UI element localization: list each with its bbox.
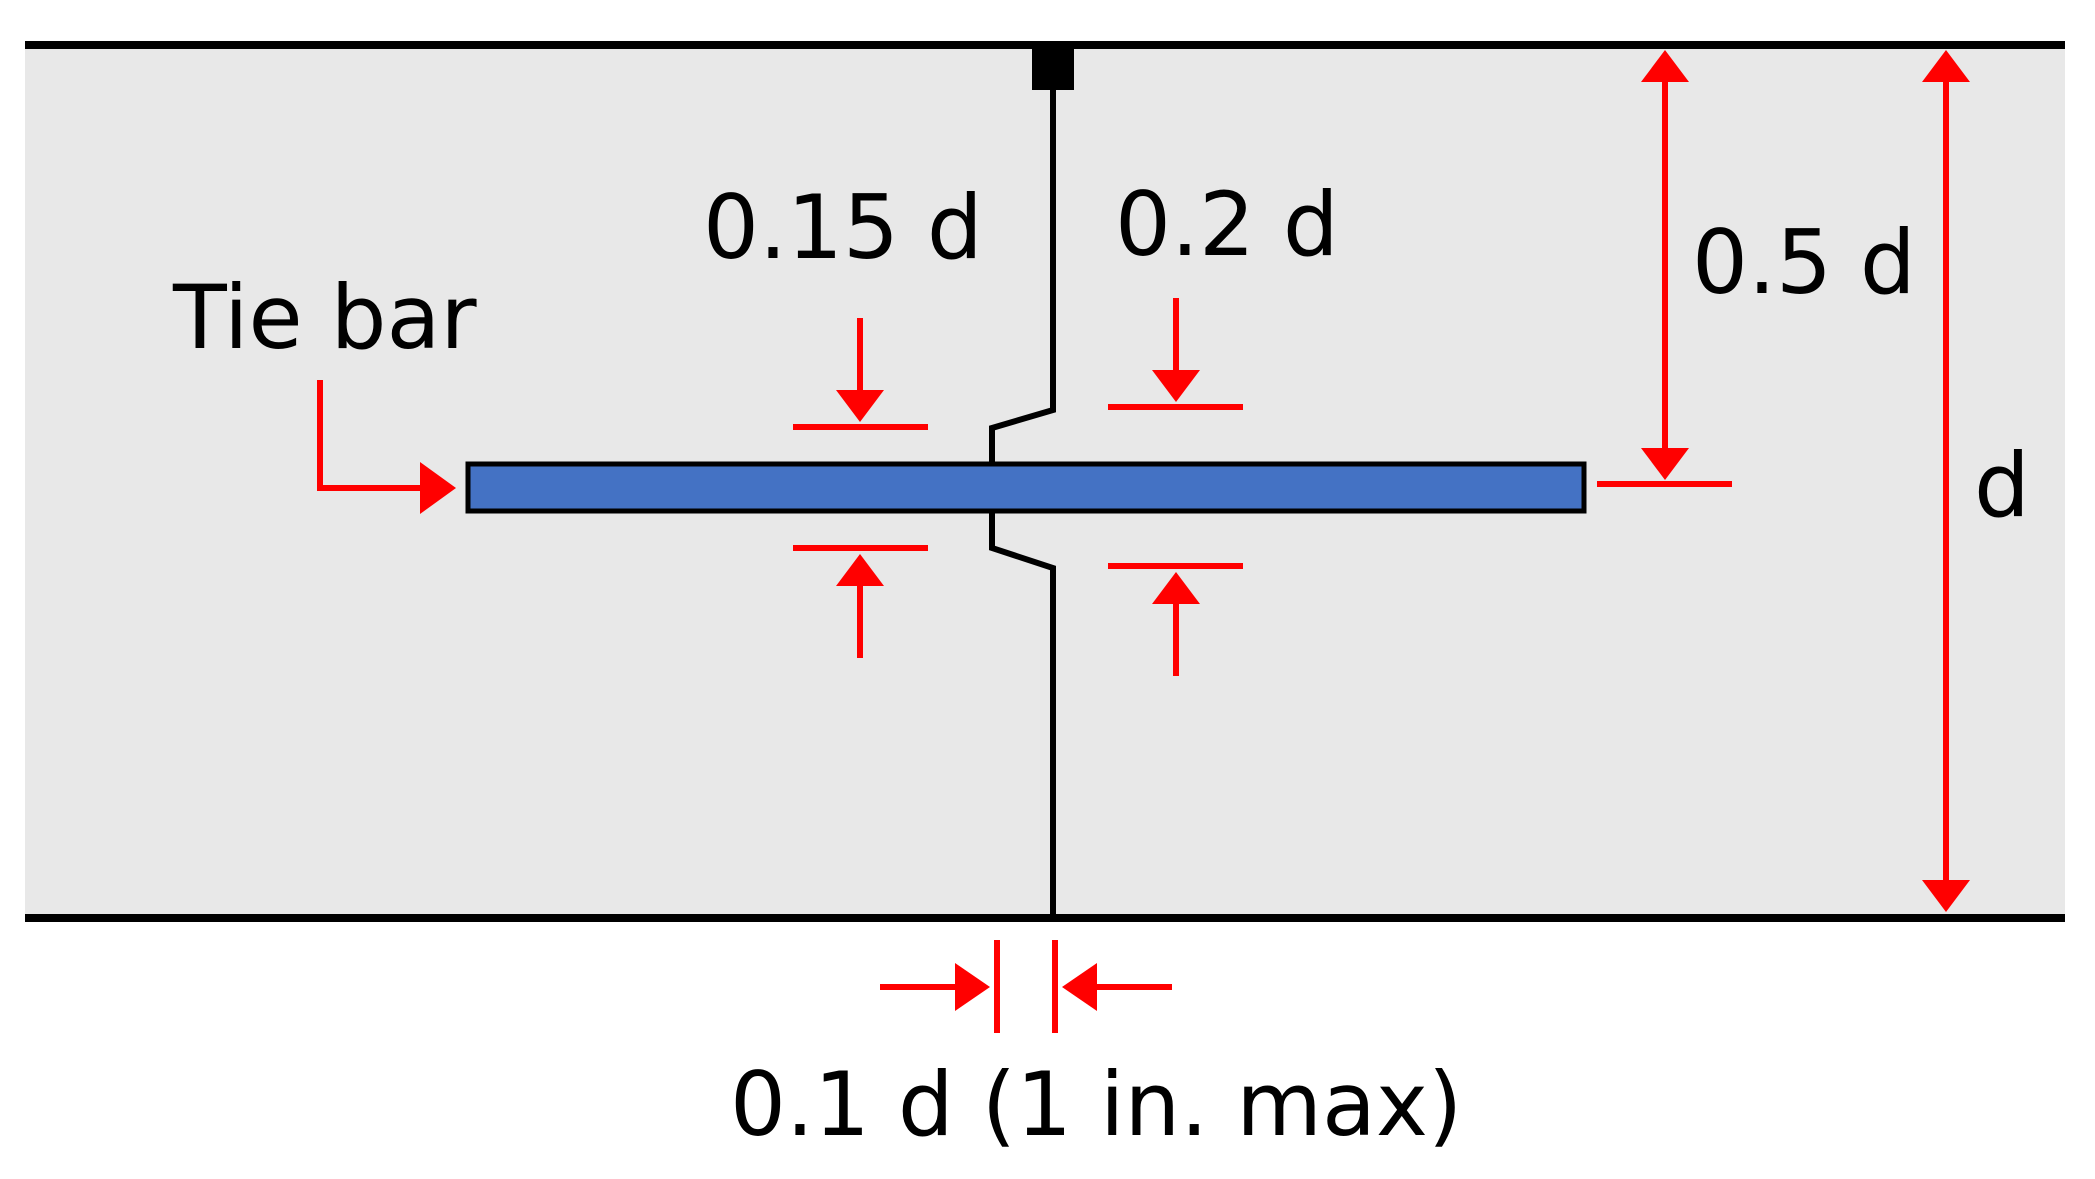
dim-d-bottom-arrowhead bbox=[1922, 880, 1970, 912]
dim-d-label: d bbox=[1974, 434, 2030, 537]
joint-sealant bbox=[1032, 45, 1074, 90]
dim-02d-label: 0.2 d bbox=[1115, 173, 1339, 276]
dim-015d-bottom-arrowhead bbox=[836, 554, 884, 586]
dim-05d-top-arrowhead bbox=[1641, 50, 1689, 82]
dim-d-top-arrowhead bbox=[1922, 50, 1970, 82]
dim-015d-label: 0.15 d bbox=[703, 176, 983, 279]
dim-01d-right-arrowhead bbox=[1062, 963, 1097, 1011]
dim-01d-left-arrowhead bbox=[955, 963, 990, 1011]
tie-bar-pointer-head bbox=[420, 462, 456, 514]
tie-bar-label: Tie bar bbox=[172, 266, 477, 369]
dim-05d-bottom-arrowhead bbox=[1641, 448, 1689, 480]
tie-bar bbox=[465, 461, 1587, 514]
tie-bar-pointer bbox=[317, 380, 438, 491]
dim-015d-top-arrowhead bbox=[836, 390, 884, 422]
dim-01d-label: 0.1 d (1 in. max) bbox=[730, 1053, 1462, 1156]
dim-02d-bottom-arrowhead bbox=[1152, 572, 1200, 604]
dim-05d-label: 0.5 d bbox=[1692, 211, 1916, 314]
dim-02d-top-arrowhead bbox=[1152, 370, 1200, 402]
